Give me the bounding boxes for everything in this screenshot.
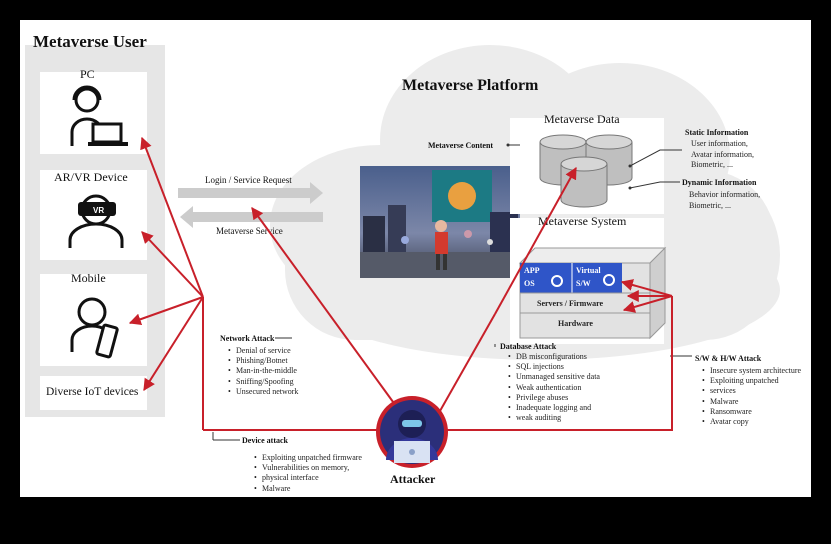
iot-card (40, 376, 147, 410)
static-item: User information, (691, 139, 748, 148)
stack-app: APP (524, 266, 540, 275)
attack-lines (128, 136, 673, 431)
dynamic-info-list: Behavior information, Biometric, ... (689, 190, 760, 211)
iot-label: Diverse IoT devices (46, 386, 139, 398)
request-arrow (178, 182, 323, 204)
swhw-attack-item: Insecure system architecture (702, 366, 801, 376)
static-item: Avatar information, (691, 149, 754, 159)
stack-servers: Servers / Firmware (537, 299, 604, 308)
platform-title: Metaverse Platform (402, 77, 539, 94)
vr-label: AR/VR Device (54, 170, 128, 184)
attacker-icon (376, 396, 448, 468)
dynamic-info-title: Dynamic Information (682, 178, 757, 187)
mobile-label: Mobile (71, 271, 106, 285)
swhw-attack-list: Insecure system architecture Exploiting … (696, 366, 801, 427)
network-attack-title: Network Attack (220, 334, 275, 343)
request-label: Login / Service Request (205, 175, 292, 185)
swhw-attack-item: services (702, 386, 801, 396)
network-attack-item: Denial of service (228, 346, 298, 356)
stack-virtual: Virtual (576, 266, 601, 275)
swhw-attack-item: Exploiting unpatched (702, 376, 801, 386)
swhw-attack-title: S/W & H/W Attack (695, 354, 762, 363)
system-title: Metaverse System (538, 214, 627, 228)
database-attack-title: Database Attack (500, 342, 557, 351)
device-attack-item: Exploiting unpatched firmware (254, 453, 362, 463)
attacker-label: Attacker (390, 472, 436, 486)
stack-hardware: Hardware (558, 319, 593, 328)
network-attack-item: Unsecured network (228, 387, 298, 397)
metaverse-content-image (360, 166, 520, 278)
database-attack-item: weak auditing (508, 413, 600, 423)
system-stack (518, 246, 667, 340)
app-os-block (520, 263, 572, 293)
device-attack-item: Malware (254, 484, 362, 494)
stack-sw: S/W (576, 279, 591, 288)
database-attack-item: Privilege abuses (508, 393, 600, 403)
dynamic-item: Behavior information, (689, 190, 761, 199)
data-title: Metaverse Data (544, 112, 620, 126)
device-attack-list: Exploiting unpatched firmware Vulnerabil… (248, 453, 362, 494)
database-attack-item: SQL injections (508, 362, 600, 372)
stack-os: OS (524, 279, 535, 288)
static-info-list: User information, Avatar information, Bi… (691, 139, 754, 171)
database-attack-item: Unmanaged sensitive data (508, 372, 600, 382)
device-attack-item: physical interface (254, 473, 362, 483)
database-attack-item: Weak authentication (508, 383, 600, 393)
database-attack-item: DB misconfigurations (508, 352, 600, 362)
database-attack-list: DB misconfigurations SQL injections Unma… (502, 352, 600, 424)
device-attack-item: Vulnerabilities on memory, (254, 463, 362, 473)
network-attack-list: Denial of service Phishing/Botnet Man-in… (222, 346, 298, 397)
diagram-canvas: Metaverse User PC AR/VR Device Mobile Di… (20, 20, 811, 497)
swhw-attack-item: Malware (702, 397, 801, 407)
network-attack-item: Man-in-the-middle (228, 366, 298, 376)
network-attack-item: Sniffing/Spoofing (228, 377, 298, 387)
device-attack-title: Device attack (242, 436, 288, 445)
black-connectors (212, 143, 692, 441)
user-panel-title: Metaverse User (33, 32, 147, 51)
service-label: Metaverse Service (216, 226, 283, 236)
swhw-attack-item: Avatar copy (702, 417, 801, 427)
database-attack-item: Inadequate logging and (508, 403, 600, 413)
dynamic-item: Biometric, ... (689, 200, 731, 210)
content-label: Metaverse Content (428, 141, 494, 150)
pc-label: PC (80, 67, 95, 81)
swhw-attack-item: Ransomware (702, 407, 801, 417)
network-attack-item: Phishing/Botnet (228, 356, 298, 366)
static-info-title: Static Information (685, 128, 749, 137)
static-item: Biometric, ... (691, 160, 733, 169)
